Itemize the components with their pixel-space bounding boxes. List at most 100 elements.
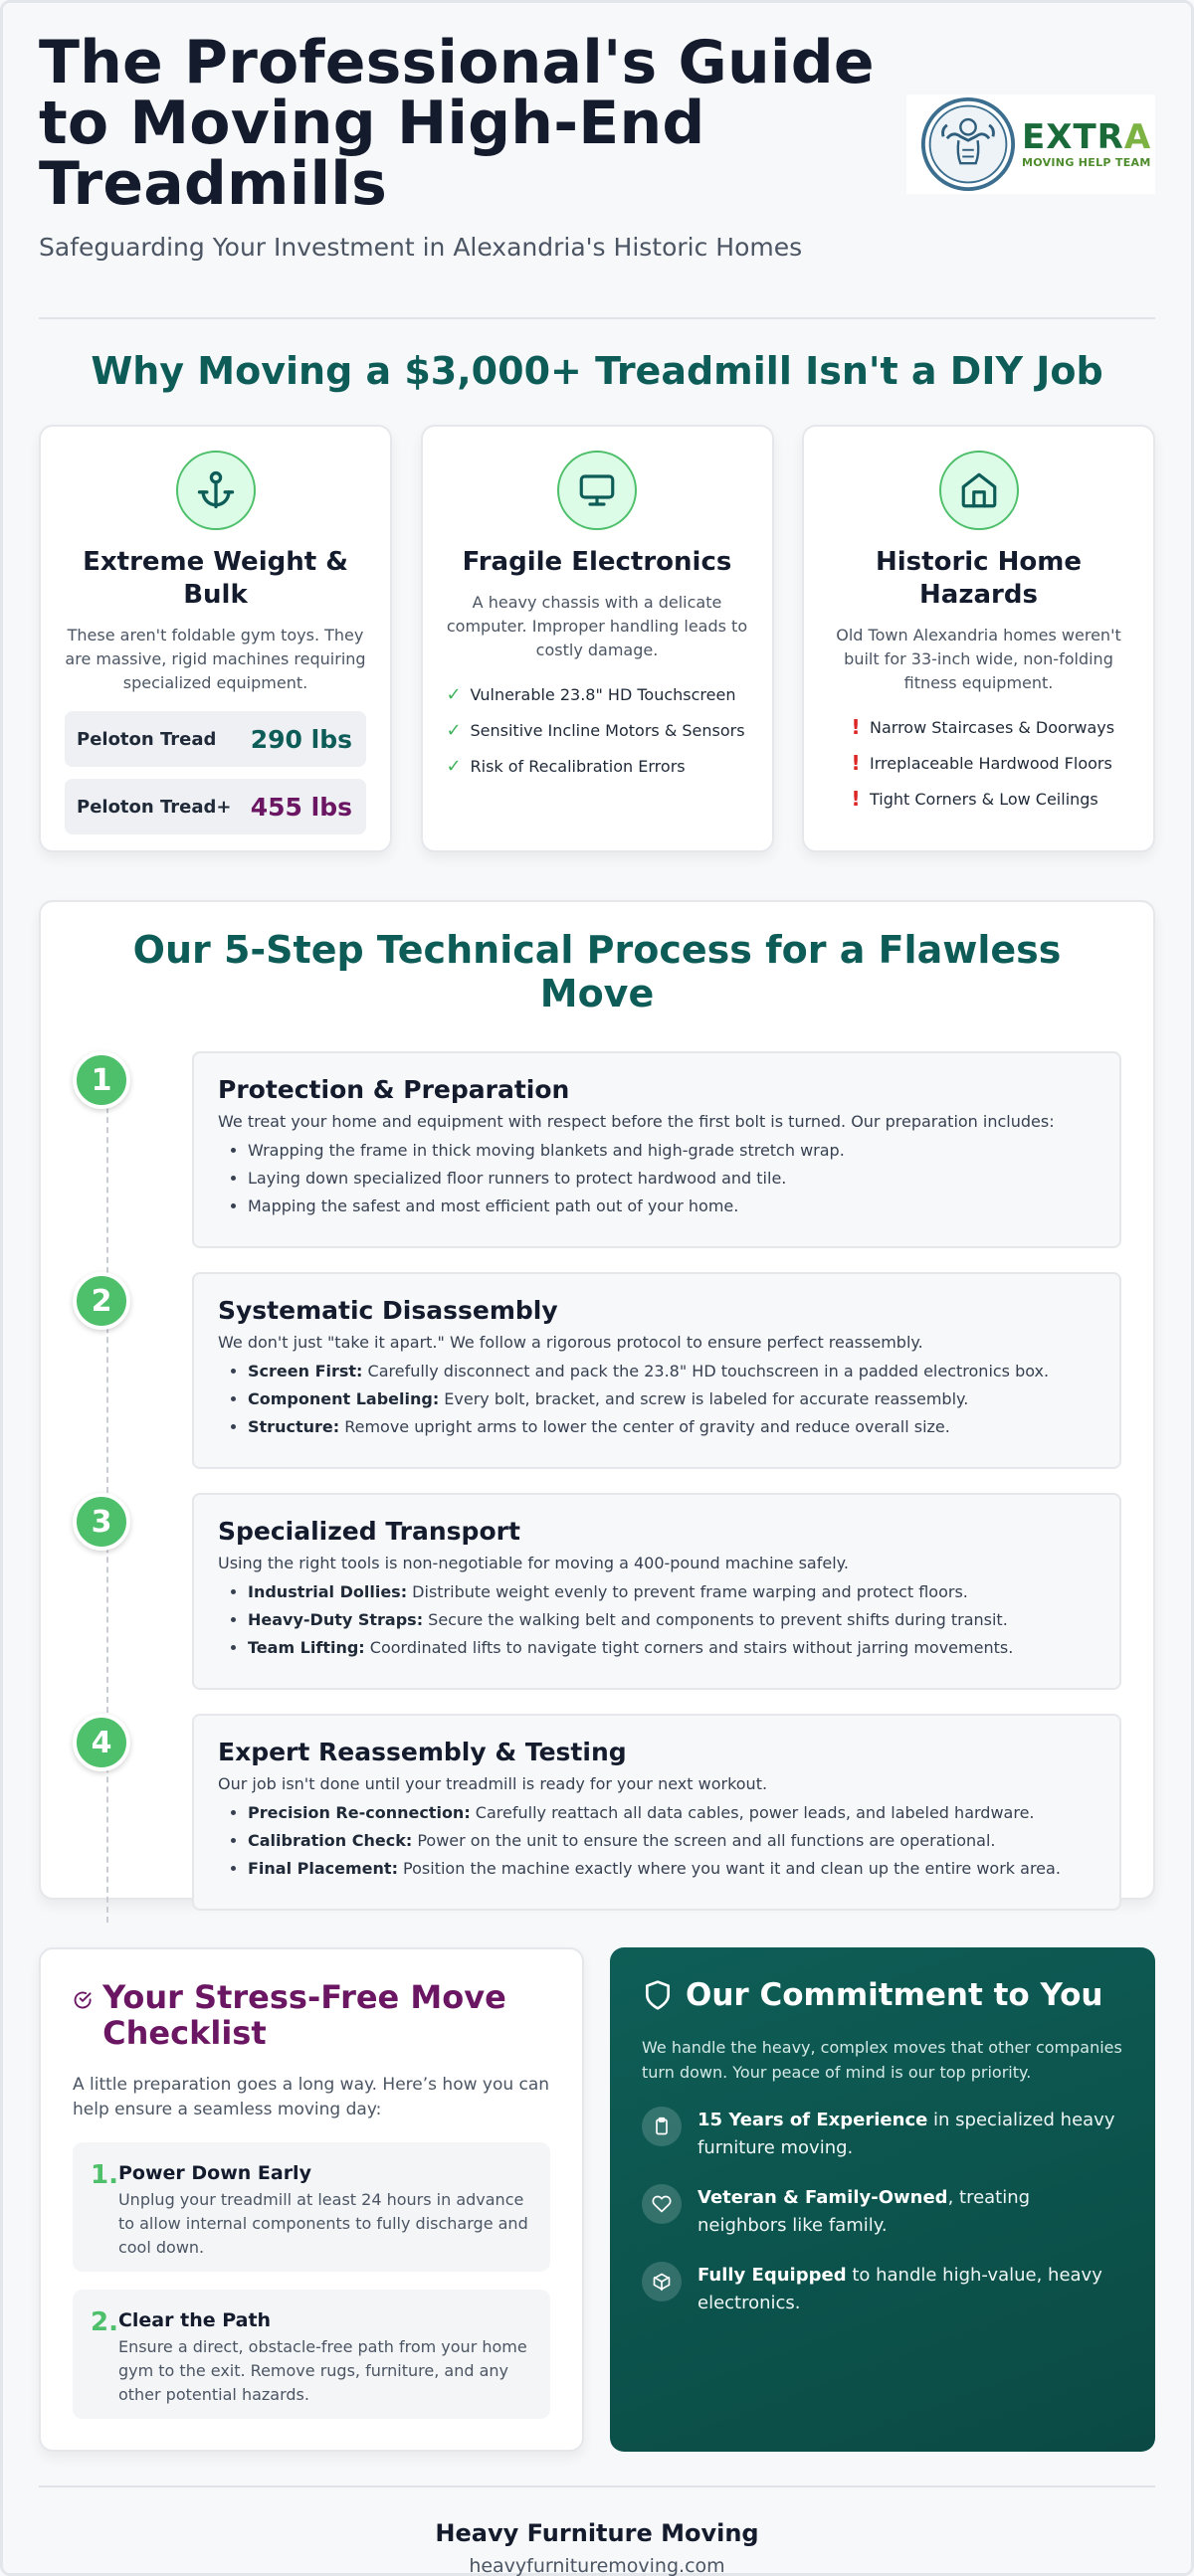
commitment-text: Veteran & Family-Owned, treating neighbo…	[697, 2184, 1123, 2240]
checklist-item-number: 2.	[91, 2307, 118, 2337]
bullet-text: Position the machine exactly where you w…	[397, 1859, 1061, 1878]
warning-icon: !	[851, 715, 861, 739]
bullet-lead: Calibration Check:	[248, 1831, 413, 1850]
step-bullets: Wrapping the frame in thick moving blank…	[218, 1137, 1095, 1220]
step-bullets: Precision Re-connection: Carefully reatt…	[218, 1799, 1095, 1883]
commitment-lead: 15 Years of Experience	[697, 2110, 928, 2130]
step-title: Specialized Transport	[218, 1517, 520, 1546]
list-item: ! Narrow Staircases & Doorways	[848, 709, 1129, 745]
historic-card: Historic Home Hazards Old Town Alexandri…	[802, 425, 1155, 852]
box-icon	[642, 2262, 682, 2301]
bullet-lead: Structure:	[248, 1417, 340, 1436]
header-text: The Professional's Guide to Moving High-…	[39, 28, 895, 263]
strongman-seal-icon	[920, 96, 1016, 192]
process-step: 3 Specialized Transport Using the right …	[73, 1493, 1121, 1714]
process-title: Our 5-Step Technical Process for a Flawl…	[132, 928, 1062, 1015]
step-bullets: Screen First: Carefully disconnect and p…	[218, 1358, 1095, 1441]
bullet-text: Mapping the safest and most efficient pa…	[248, 1196, 739, 1215]
checklist-item-description: Ensure a direct, obstacle-free path from…	[117, 2337, 527, 2404]
checklist-item: 1. Power Down Early Unplug your treadmil…	[73, 2142, 550, 2272]
commitment-rest: in specialized heavy furniture moving.	[697, 2110, 1115, 2158]
checklist-header: Your Stress-Free Move Checklist	[73, 1979, 550, 2051]
commitment-item: Fully Equipped to handle high-value, hea…	[642, 2262, 1123, 2317]
step-bullet: Team Lifting: Coordinated lifts to navig…	[248, 1634, 1095, 1662]
step-bullet: Calibration Check: Power on the unit to …	[248, 1827, 1095, 1855]
step-bullet: Mapping the safest and most efficient pa…	[248, 1193, 1095, 1220]
commitment-item: Veteran & Family-Owned, treating neighbo…	[642, 2184, 1123, 2240]
list-item-text: Narrow Staircases & Doorways	[870, 717, 1115, 737]
why-section-title: Why Moving a $3,000+ Treadmill Isn't a D…	[91, 349, 1103, 393]
bullet-text: Carefully reattach all data cables, powe…	[470, 1803, 1035, 1822]
step-card: Systematic Disassembly We don't just "ta…	[192, 1272, 1121, 1469]
anchor-icon	[175, 451, 256, 530]
commitment-rest: , treating neighbors like family.	[697, 2187, 1031, 2236]
list-item: ✓Risk of Recalibration Errors	[447, 748, 748, 784]
checklist-item-body: Clear the Path Ensure a direct, obstacle…	[118, 2307, 532, 2404]
bullet-text: Every bolt, bracket, and screw is labele…	[439, 1389, 969, 1408]
bullet-lead: Team Lifting:	[248, 1638, 365, 1657]
step-number: 3	[73, 1493, 130, 1551]
checklist-card: Your Stress-Free Move Checklist A little…	[39, 1947, 584, 2452]
header: The Professional's Guide to Moving High-…	[39, 33, 1155, 281]
why-cards: Extreme Weight & Bulk These aren't folda…	[39, 425, 1155, 852]
step-bullets: Industrial Dollies: Distribute weight ev…	[218, 1578, 1095, 1662]
checklist-item: 2. Clear the Path Ensure a direct, obsta…	[73, 2290, 550, 2419]
check-icon: ✓	[446, 683, 462, 705]
commitment-description: We handle the heavy, complex moves that …	[642, 2038, 1122, 2082]
process-step: 4 Expert Reassembly & Testing Our job is…	[73, 1714, 1121, 1934]
list-item: ✓Sensitive Incline Motors & Sensors	[447, 712, 748, 748]
heart-icon	[642, 2184, 682, 2224]
logo-wordmark: EXTRA MOVING HELP TEAM	[1022, 120, 1151, 169]
card-description: Old Town Alexandria homes weren't built …	[836, 626, 1121, 692]
step-intro: We don't just "take it apart." We follow…	[218, 1333, 923, 1352]
commitment-item: 15 Years of Experience in specialized he…	[642, 2107, 1123, 2162]
bullet-lead: Component Labeling:	[248, 1389, 440, 1408]
list-item: !Irreplaceable Hardwood Floors	[848, 745, 1129, 781]
electronics-list: ✓Vulnerable 23.8" HD Touchscreen ✓Sensit…	[447, 676, 748, 784]
card-description: A heavy chassis with a delicate computer…	[446, 593, 748, 659]
footer-company-name: Heavy Furniture Moving	[435, 2519, 759, 2547]
warning-icon: !	[851, 787, 861, 811]
weight-value: 455 lbs	[250, 792, 352, 822]
bullet-lead: Heavy-Duty Straps:	[248, 1610, 424, 1629]
step-intro: Using the right tools is non-negotiable …	[218, 1554, 849, 1572]
bullet-lead: Final Placement:	[248, 1859, 398, 1878]
bullet-text: Carefully disconnect and pack the 23.8" …	[362, 1362, 1050, 1380]
weight-value: 290 lbs	[250, 724, 352, 754]
commitment-text: Fully Equipped to handle high-value, hea…	[697, 2262, 1123, 2317]
logo-tagline: MOVING HELP TEAM	[1022, 155, 1151, 169]
bullet-text: Power on the unit to ensure the screen a…	[412, 1831, 996, 1850]
commitment-header: Our Commitment to You	[642, 1977, 1123, 2013]
list-item: !Tight Corners & Low Ceilings	[848, 781, 1129, 817]
step-number: 1	[73, 1051, 130, 1109]
shield-icon	[646, 1980, 670, 2010]
process-section: Our 5-Step Technical Process for a Flawl…	[39, 900, 1155, 1923]
footer: Heavy Furniture Moving heavyfurnituremov…	[39, 2519, 1155, 2576]
check-icon: ✓	[446, 719, 462, 741]
checklist-item-body: Power Down Early Unplug your treadmill a…	[117, 2160, 532, 2257]
step-card: Specialized Transport Using the right to…	[192, 1493, 1121, 1690]
footer-divider	[39, 2485, 1155, 2487]
commitment-rest: to handle high-value, heavy electronics.	[697, 2265, 1102, 2313]
list-item: ✓Vulnerable 23.8" HD Touchscreen	[447, 676, 748, 712]
card-title: Historic Home Hazards	[876, 547, 1082, 610]
checklist-description: A little preparation goes a long way. He…	[73, 2075, 550, 2119]
bullet-text: Distribute weight evenly to prevent fram…	[407, 1582, 968, 1601]
step-bullet: Laying down specialized floor runners to…	[248, 1165, 1095, 1193]
commitment-lead: Fully Equipped	[697, 2265, 847, 2286]
electronics-card: Fragile Electronics A heavy chassis with…	[420, 425, 774, 852]
checklist-item-description: Unplug your treadmill at least 24 hours …	[117, 2190, 528, 2257]
step-bullet: Screen First: Carefully disconnect and p…	[248, 1358, 1095, 1385]
step-bullet: Final Placement: Position the machine ex…	[248, 1855, 1095, 1883]
checklist-item-title: Power Down Early	[117, 2162, 311, 2184]
page-title: The Professional's Guide to Moving High-…	[39, 28, 875, 219]
step-number: 4	[73, 1714, 130, 1771]
bullet-text: Wrapping the frame in thick moving blank…	[248, 1141, 845, 1160]
bullet-text: Coordinated lifts to navigate tight corn…	[364, 1638, 1014, 1657]
hazard-list: ! Narrow Staircases & Doorways !Irreplace…	[828, 709, 1129, 817]
step-title: Expert Reassembly & Testing	[218, 1738, 627, 1766]
monitor-icon	[557, 451, 637, 530]
step-title: Protection & Preparation	[218, 1075, 570, 1104]
step-bullet: Precision Re-connection: Carefully reatt…	[248, 1799, 1095, 1827]
